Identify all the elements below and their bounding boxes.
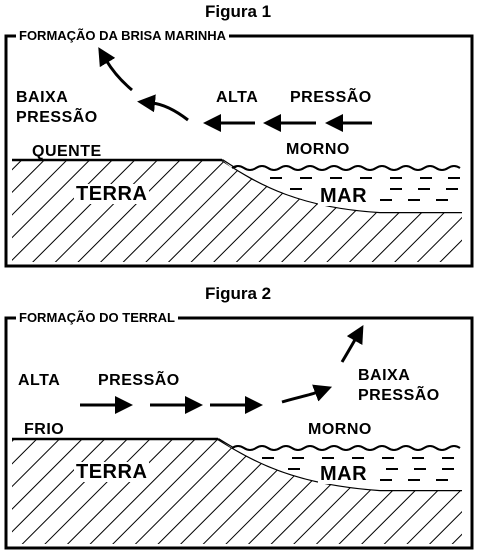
figure2-land-temp: FRIO: [24, 421, 65, 438]
figure1-pressure-label: PRESSÃO: [290, 89, 372, 106]
figure2-land-label: TERRA: [74, 461, 150, 483]
arrow: [98, 47, 133, 92]
figure1-sea-surface: [231, 165, 461, 171]
figure2-sea-dashes: [262, 457, 454, 481]
figure2-sea-temp: MORNO: [308, 421, 372, 438]
figure1-frame: [4, 34, 474, 268]
figure2-high-label: ALTA: [18, 372, 61, 389]
arrow: [137, 94, 189, 122]
figure1-box-title: FORMAÇÃO DA BRISA MARINHA: [16, 29, 230, 42]
figure2-low-pressure-line1: BAIXA: [358, 367, 411, 384]
figure2-box-title: FORMAÇÃO DO TERRAL: [16, 311, 178, 324]
figure2-heading: Figura 2: [205, 284, 272, 303]
figure2-sea-surface: [231, 445, 461, 451]
figure1-high-label: ALTA: [216, 89, 259, 106]
figure1-sea-dashes: [270, 177, 460, 201]
figure2-low-pressure-line2: PRESSÃO: [358, 387, 440, 404]
figure2-pressure-label: PRESSÃO: [98, 372, 180, 389]
arrow: [340, 324, 364, 363]
figure1-sea-label: MAR: [318, 185, 370, 207]
figure2-wind-arrows: [80, 324, 364, 414]
arrow: [281, 384, 333, 404]
figure1-low-pressure-line2: PRESSÃO: [16, 109, 98, 126]
figure2-sea-label: MAR: [318, 463, 370, 485]
figure1-land-temp: QUENTE: [32, 143, 102, 160]
figure1-heading: Figura 1: [205, 2, 272, 21]
figure2-frame: [4, 316, 474, 550]
figure1-low-pressure-line1: BAIXA: [16, 89, 69, 106]
figure1-wind-arrows: [98, 47, 372, 132]
figure1-land-label: TERRA: [74, 183, 150, 205]
figure1-sea-temp: MORNO: [286, 141, 350, 158]
